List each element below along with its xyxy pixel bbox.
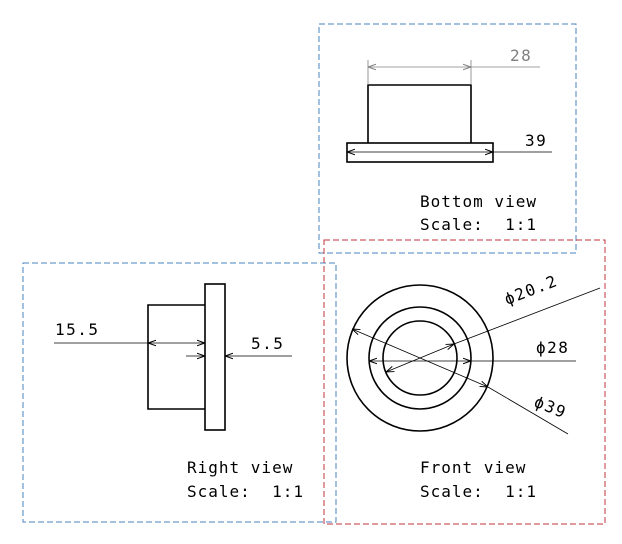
- dim-15-5-right: 15.5: [54, 320, 205, 343]
- right-view-scale: Scale: 1:1: [187, 482, 304, 501]
- dim-dia-28-label: ϕ28: [536, 338, 569, 357]
- dim-5-5-right: 5.5: [186, 334, 292, 356]
- front-view-outer-circle: [346, 284, 494, 432]
- bottom-view-title: Bottom view: [420, 192, 537, 211]
- right-view-boss: [147, 304, 205, 410]
- bottom-view-flange: [346, 142, 494, 163]
- right-view-title: Right view: [187, 458, 293, 477]
- dim-15-5-label: 15.5: [55, 320, 100, 339]
- front-view-title: Front view: [420, 458, 526, 477]
- bottom-view-boss: [367, 84, 472, 143]
- front-view-scale: Scale: 1:1: [420, 482, 537, 501]
- dim-dia-39-label: ϕ39: [532, 392, 570, 422]
- dim-39-label: 39: [525, 131, 547, 150]
- right-view-frame: [22, 262, 337, 523]
- dim-39-bottom: 39: [347, 131, 552, 152]
- front-view-frame: [323, 239, 606, 525]
- bottom-view[interactable]: 28 39 Bottom view Scale: 1:1: [318, 23, 577, 254]
- bottom-view-frame: [318, 23, 577, 254]
- right-view[interactable]: 15.5 5.5 Right view Scale: 1:1: [22, 262, 337, 523]
- right-view-flange: [204, 283, 226, 431]
- front-view[interactable]: ϕ20.2 ϕ28 ϕ39 Front view Scale: 1:1: [323, 239, 606, 525]
- dim-28-label: 28: [510, 46, 532, 65]
- dim-dia-20-2-label: ϕ20.2: [502, 271, 561, 309]
- dim-5-5-label: 5.5: [251, 334, 284, 353]
- bottom-view-scale: Scale: 1:1: [420, 215, 537, 234]
- dim-28-bottom: 28: [367, 46, 540, 85]
